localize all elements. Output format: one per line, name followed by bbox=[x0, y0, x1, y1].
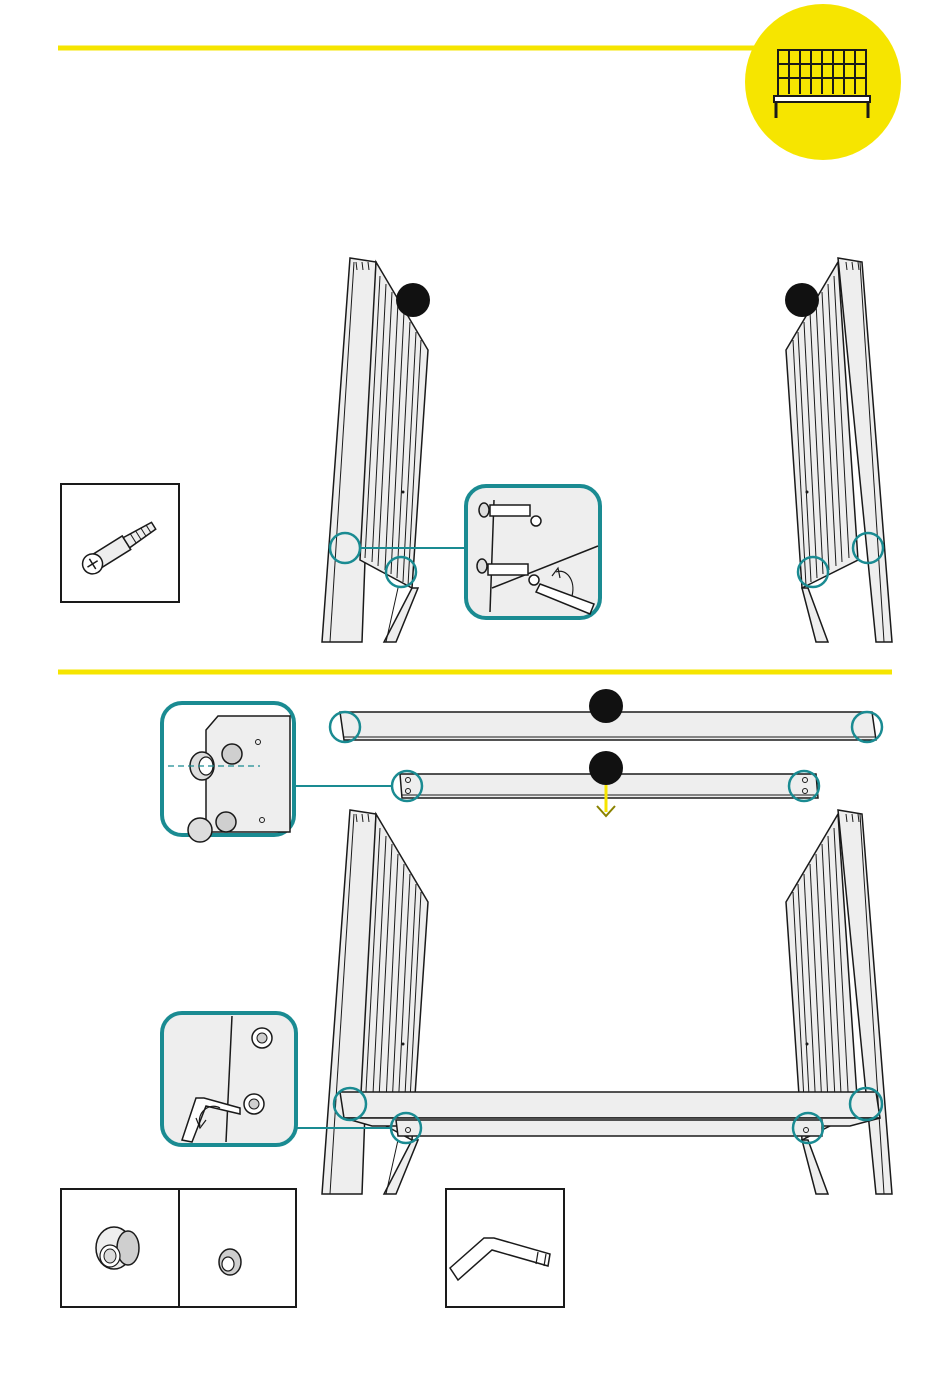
assembled-crib bbox=[322, 810, 892, 1194]
allen-key-tighten-detail bbox=[162, 1013, 296, 1145]
cam-nut-icon bbox=[61, 1189, 179, 1307]
cam-bolt-icon bbox=[61, 484, 179, 602]
allen-key-icon bbox=[446, 1189, 564, 1307]
crib-icon bbox=[745, 4, 901, 160]
left-panel-marker bbox=[396, 283, 430, 317]
screwdriver-cam-bolt-detail bbox=[466, 486, 600, 618]
rail-bottom-marker bbox=[589, 751, 623, 785]
right-panel-marker bbox=[785, 283, 819, 317]
rail-top-marker bbox=[589, 689, 623, 723]
cam-lock-insert-detail bbox=[162, 703, 294, 842]
cam-lock-icon bbox=[179, 1189, 296, 1307]
